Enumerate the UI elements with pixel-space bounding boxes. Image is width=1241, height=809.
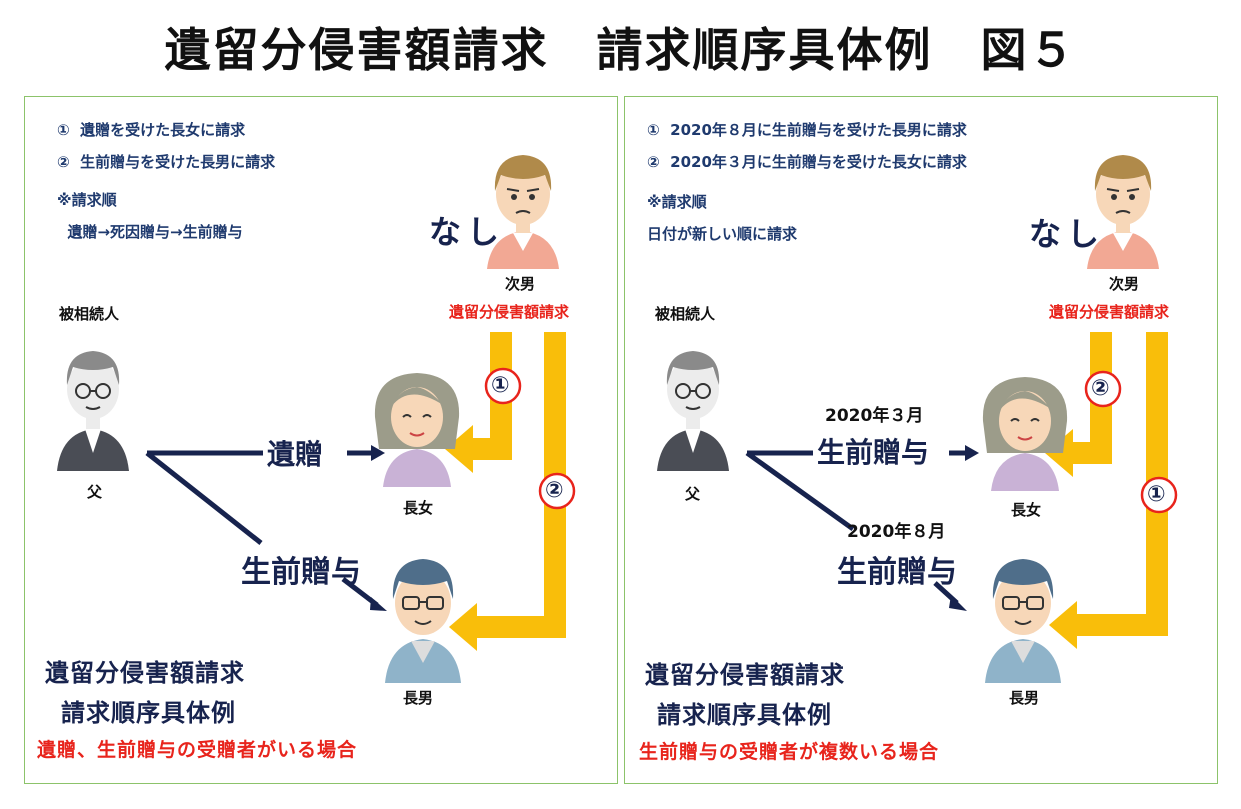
seizen-label: 生前贈与: [241, 555, 361, 590]
caption-line-2: 請求順序具体例: [657, 701, 832, 729]
chojo-figure: [374, 373, 460, 487]
caption-line-2: 請求順序具体例: [61, 699, 236, 727]
note-line-1: ① 遺贈を受けた長女に請求: [57, 121, 246, 139]
date-aug-label: 2020年８月: [847, 522, 946, 542]
note-line-3: ※請求順: [57, 191, 117, 209]
arrow-claim-1-right: [1077, 332, 1168, 636]
left-panel: ① 遺贈を受けた長女に請求 ② 生前贈与を受けた長男に請求 ※請求順 遺贈→死因…: [24, 96, 618, 784]
chojo-label: 長女: [1011, 501, 1042, 519]
chojo-label: 長女: [403, 499, 434, 517]
left-diagram-graphics: [145, 332, 576, 651]
arrow-claim-2-left: [477, 332, 566, 638]
chojo-figure: [982, 377, 1068, 491]
chonan-label: 長男: [1009, 689, 1040, 707]
nashi-label: なし: [429, 213, 506, 251]
hisouzoku-label: 被相続人: [59, 305, 120, 323]
subtitle: 遺贈、生前贈与の受贈者がいる場合: [37, 739, 358, 761]
page-title: 遺留分侵害額請求 請求順序具体例 図５: [164, 23, 1077, 77]
note-line-2: ② 生前贈与を受けた長男に請求: [57, 153, 276, 171]
chonan-label: 長男: [403, 689, 434, 707]
arrowhead-izou: [371, 445, 385, 461]
claim-label: 遺留分侵害額請求: [449, 303, 570, 321]
father-figure: [657, 351, 729, 471]
jinan-figure: [1087, 155, 1159, 269]
arrowhead-seizen-a: [965, 445, 979, 461]
circle-one-right: [1140, 476, 1178, 514]
note-line-4: 遺贈→死因贈与→生前贈与: [57, 223, 243, 241]
jinan-figure: [487, 155, 559, 269]
jinan-label: 次男: [505, 275, 536, 293]
circle-two-right: [1084, 370, 1122, 408]
num-two-label: ②: [545, 478, 564, 503]
arrow-claim-2-left-head: [449, 603, 477, 651]
father-label: 父: [87, 483, 103, 501]
nashi-label: なし: [1029, 215, 1106, 253]
note-line-3: ※請求順: [647, 193, 707, 211]
note-line-2: ② 2020年３月に生前贈与を受けた長女に請求: [647, 153, 967, 171]
arrow-claim-1-right-head: [1049, 601, 1077, 649]
num-two-label: ②: [1091, 376, 1110, 401]
caption-line-1: 遺留分侵害額請求: [645, 661, 845, 689]
circle-two-left: [538, 472, 576, 510]
seizen-b-label: 生前贈与: [837, 555, 957, 590]
caption-line-1: 遺留分侵害額請求: [45, 659, 245, 687]
father-label: 父: [685, 485, 701, 503]
arrowhead-seizen-b: [949, 595, 967, 611]
izou-label: 遺贈: [267, 438, 324, 471]
seizen-a-label: 生前贈与: [817, 436, 930, 469]
father-figure: [57, 351, 129, 471]
arrowhead-seizen: [370, 597, 387, 611]
line-to-seizen: [145, 451, 263, 545]
note-line-1: ① 2020年８月に生前贈与を受けた長男に請求: [647, 121, 967, 139]
right-panel: ① 2020年８月に生前贈与を受けた長男に請求 ② 2020年３月に生前贈与を受…: [624, 96, 1218, 784]
note-line-4: 日付が新しい順に請求: [647, 225, 798, 243]
hisouzoku-label: 被相続人: [655, 305, 716, 323]
chonan-figure: [385, 559, 461, 683]
num-one-label: ①: [491, 373, 510, 398]
date-mar-label: 2020年３月: [825, 406, 924, 426]
chonan-figure: [985, 559, 1061, 683]
jinan-label: 次男: [1109, 275, 1140, 293]
line-to-seizen-b: [745, 450, 855, 532]
claim-label: 遺留分侵害額請求: [1049, 303, 1170, 321]
arrow-claim-1-left-head: [445, 425, 473, 473]
num-one-label: ①: [1147, 482, 1166, 507]
subtitle: 生前贈与の受贈者が複数いる場合: [639, 741, 940, 763]
circle-one-left: [484, 367, 522, 405]
